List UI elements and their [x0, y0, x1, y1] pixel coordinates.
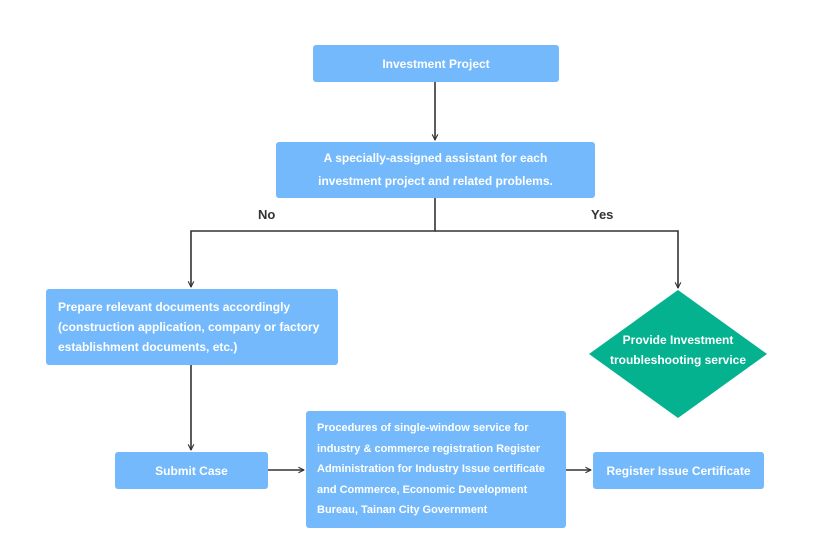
prepare-documents-label: Prepare relevant documents accordingly (… [58, 300, 320, 354]
connector-assistant-to-prepare [191, 198, 436, 287]
prepare-documents-box: Prepare relevant documents accordingly (… [46, 289, 338, 365]
connector-assistant-to-troubleshooting [435, 230, 678, 288]
submit-case-box: Submit Case [115, 452, 268, 489]
investment-project-label: Investment Project [382, 56, 490, 71]
troubleshooting-label: Provide Investment troubleshooting servi… [609, 333, 747, 367]
procedures-box: Procedures of single-window service for … [306, 411, 566, 528]
procedures-label: Procedures of single-window service for … [317, 422, 545, 517]
assistant-label: A specially-assigned assistant for each … [318, 151, 553, 188]
branch-label-no: No [258, 207, 276, 222]
investment-project-box: Investment Project [313, 45, 559, 82]
troubleshooting-diamond [589, 290, 767, 418]
register-certificate-box: Register Issue Certificate [593, 452, 764, 489]
submit-case-label: Submit Case [155, 463, 228, 478]
branch-label-yes: Yes [591, 207, 614, 222]
register-certificate-label: Register Issue Certificate [606, 463, 751, 478]
assistant-box: A specially-assigned assistant for each … [276, 142, 595, 198]
